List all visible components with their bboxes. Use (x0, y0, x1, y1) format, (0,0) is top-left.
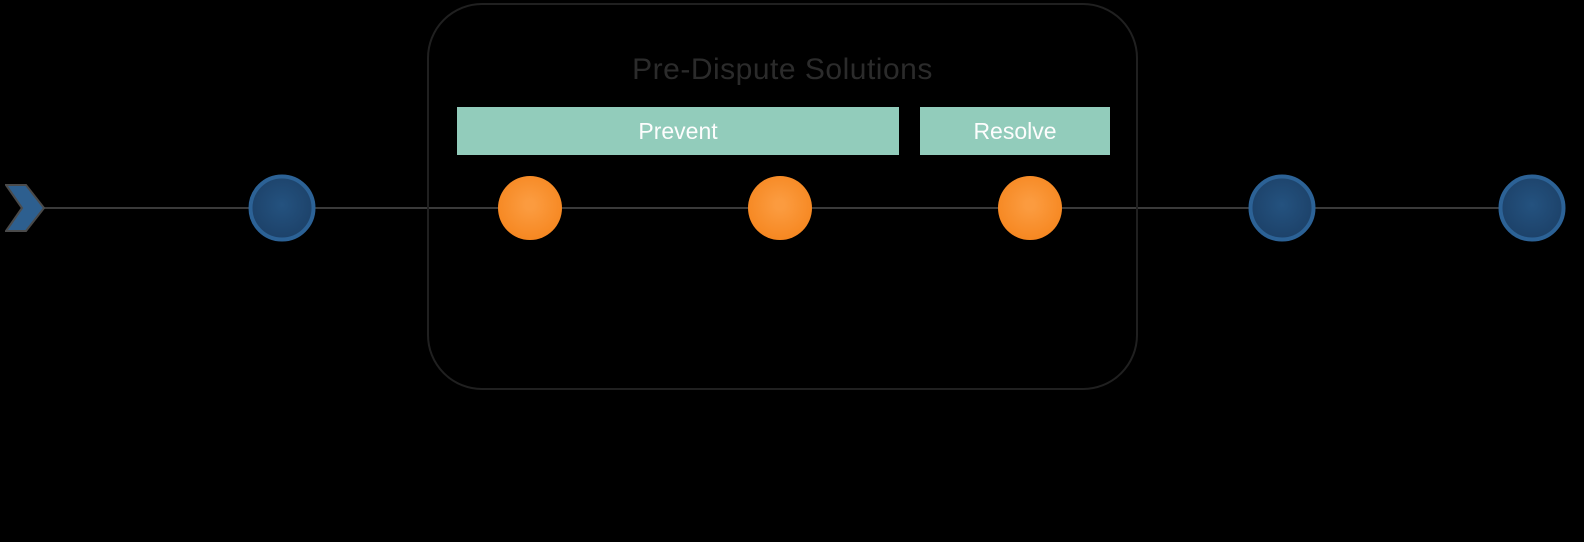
timeline-node-blue (1248, 174, 1316, 242)
phase-bar-prevent-label: Prevent (638, 117, 718, 144)
flow-start-chevron-icon (5, 184, 45, 232)
phase-bar-prevent: Prevent (457, 107, 899, 155)
timeline-node-blue (248, 174, 316, 242)
pre-dispute-solutions-box: Pre-Dispute Solutions Prevent Resolve (427, 3, 1138, 390)
timeline-node-orange (748, 176, 812, 240)
box-title: Pre-Dispute Solutions (632, 53, 933, 86)
phase-bar-resolve-label: Resolve (973, 117, 1057, 144)
timeline-node-blue (1498, 174, 1566, 242)
timeline-node-orange (998, 176, 1062, 240)
phase-bar-resolve: Resolve (920, 107, 1110, 155)
timeline-node-orange (498, 176, 562, 240)
